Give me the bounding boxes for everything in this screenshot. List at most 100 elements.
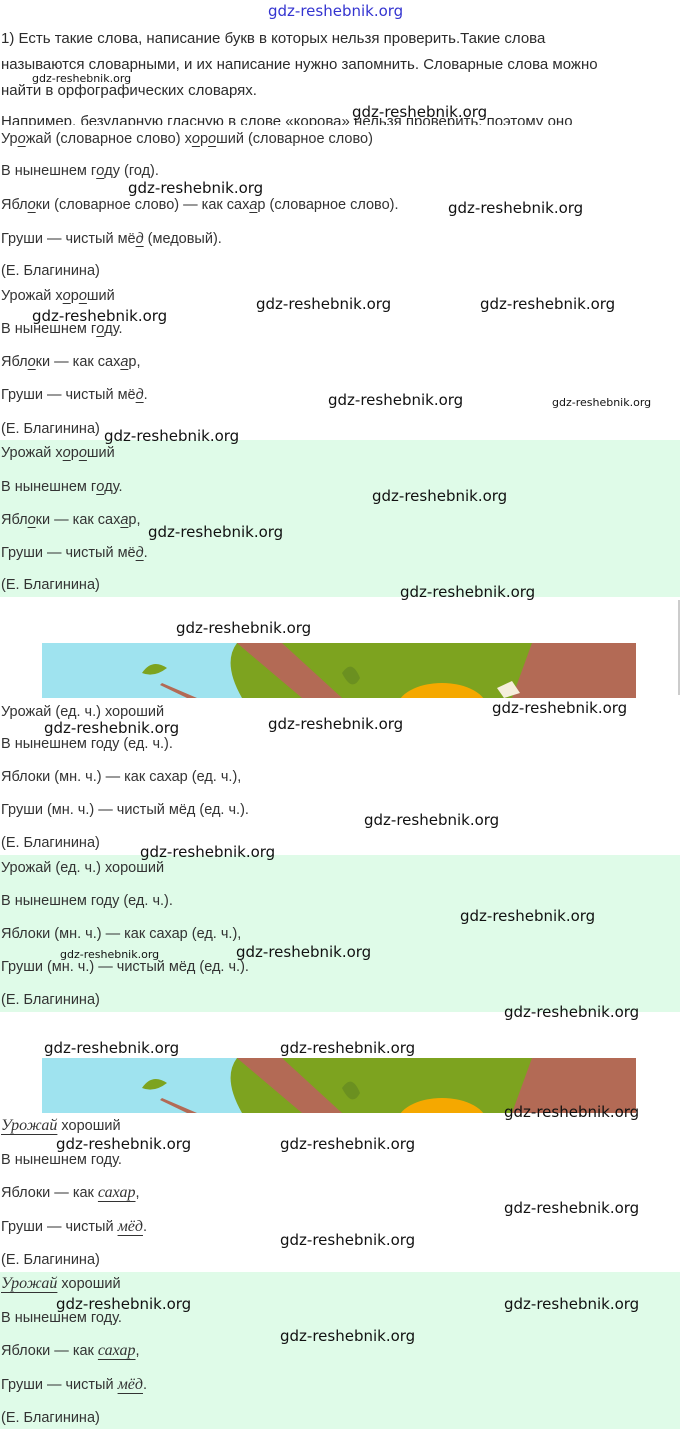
watermark: gdz-reshebnik.org — [32, 72, 132, 85]
text-segment: В нынешнем г — [1, 479, 97, 495]
poem-line: Груши (мн. ч.) — чистый мёд (ед. ч.). — [1, 801, 249, 819]
text-segment: . — [143, 545, 148, 561]
text-segment: ший — [86, 445, 115, 461]
marked-letter: о — [62, 445, 71, 461]
fruit-branch-illustration — [42, 643, 636, 698]
watermark: gdz-reshebnik.org — [504, 1003, 640, 1021]
watermark: gdz-reshebnik.org — [328, 391, 464, 409]
poem-line: В нынешнем году. — [1, 1309, 122, 1327]
text-segment: (Е. Благинина) — [1, 1252, 100, 1268]
text-segment: Ябл — [1, 512, 28, 528]
text-segment: В нынешнем году. — [1, 1310, 122, 1326]
watermark: gdz-reshebnik.org — [552, 396, 652, 409]
watermark: gdz-reshebnik.org — [256, 295, 392, 313]
poem-line: (Е. Благинина) — [1, 1409, 100, 1427]
watermark: gdz-reshebnik.org — [352, 103, 488, 121]
watermark: gdz-reshebnik.org — [504, 1199, 640, 1217]
text-segment: р (словарное слово). — [257, 197, 399, 213]
poem-line: В нынешнем году. — [1, 320, 123, 338]
text-segment: р — [199, 131, 209, 147]
poem-line: (Е. Благинина) — [1, 991, 100, 1009]
marked-letter: о — [62, 288, 71, 304]
text-segment: ший — [86, 288, 115, 304]
highlighted-answer-block — [0, 1272, 680, 1429]
text-segment: Груши — чистый мё — [1, 545, 136, 561]
watermark: gdz-reshebnik.org — [60, 948, 160, 961]
poem-line: В нынешнем году (ед. ч.). — [1, 892, 173, 910]
poem-line: Груши — чистый мёд (медовый). — [1, 230, 222, 248]
marked-letter: о — [96, 479, 105, 495]
watermark: gdz-reshebnik.org — [44, 1039, 180, 1057]
text-segment: Груши — чистый мё — [1, 231, 136, 247]
watermark: gdz-reshebnik.org — [364, 811, 500, 829]
watermark: gdz-reshebnik.org — [504, 1295, 640, 1313]
text-segment: ки — как сах — [35, 354, 121, 370]
poem-line: Урожай хороший — [1, 444, 115, 462]
poem-line: Яблоки (мн. ч.) — как сахар (ед. ч.), — [1, 768, 241, 786]
poem-line: (Е. Благинина) — [1, 420, 100, 438]
watermark: gdz-reshebnik.org — [492, 699, 628, 717]
watermark: gdz-reshebnik.org — [280, 1135, 416, 1153]
text-segment: (Е. Благинина) — [1, 421, 100, 437]
watermark: gdz-reshebnik.org — [280, 1039, 416, 1057]
text-segment: Груши — чистый — [1, 1377, 118, 1393]
poem-line: Яблоки — как сахар, — [1, 353, 141, 371]
marked-letter: о — [78, 288, 87, 304]
text-segment: В нынешнем году (ед. ч.). — [1, 736, 173, 752]
text-segment: Груши — чистый мё — [1, 387, 136, 403]
watermark: gdz-reshebnik.org — [104, 427, 240, 445]
marked-letter: о — [208, 131, 217, 147]
text-segment: р — [70, 445, 79, 461]
marked-letter: д — [135, 387, 144, 403]
highlighted-answer-block — [0, 440, 680, 597]
text-segment: Ур — [1, 131, 18, 147]
text-segment: ки (словарное слово) — как сах — [35, 197, 250, 213]
poem-line: Яблоки (мн. ч.) — как сахар (ед. ч.), — [1, 925, 241, 943]
watermark: gdz-reshebnik.org — [460, 907, 596, 925]
scroll-edge — [678, 600, 680, 695]
marked-letter: а — [120, 512, 129, 528]
poem-line: (Е. Благинина) — [1, 834, 100, 852]
illustration — [42, 1058, 636, 1113]
text-segment: Яблоки — как — [1, 1343, 98, 1359]
marked-letter: о — [96, 163, 105, 179]
marked-letter: Урожай — [1, 1117, 58, 1134]
text-segment: хороший — [57, 1118, 121, 1134]
watermark: gdz-reshebnik.org — [280, 1327, 416, 1345]
marked-letter: Урожай — [1, 1275, 58, 1292]
text-segment: Яблоки (мн. ч.) — как сахар (ед. ч.), — [1, 926, 242, 942]
text-segment: р — [70, 288, 79, 304]
text-segment: (Е. Благинина) — [1, 577, 100, 593]
poem-line: Яблоки — как сахар, — [1, 1342, 140, 1360]
watermark-header: gdz-reshebnik.org — [268, 2, 404, 20]
text-segment: р, — [128, 354, 141, 370]
text-segment: ду. — [104, 321, 123, 337]
illustration — [42, 643, 636, 698]
text-segment: (Е. Благинина) — [1, 263, 100, 279]
watermark: gdz-reshebnik.org — [236, 943, 372, 961]
watermark: gdz-reshebnik.org — [140, 843, 276, 861]
watermark: gdz-reshebnik.org — [56, 1295, 192, 1313]
poem-line: (Е. Благинина) — [1, 576, 100, 594]
marked-letter: о — [27, 512, 36, 528]
text-segment: Урожай (ед. ч.) хороший — [1, 860, 165, 876]
poem-line: Урожай хороший — [1, 287, 115, 305]
text-segment: . — [142, 1377, 148, 1393]
text-segment: В нынешнем году. — [1, 1152, 122, 1168]
poem-line: Груши — чистый мёд. — [1, 1218, 147, 1236]
text-segment: Яблоки — как — [1, 1185, 98, 1201]
marked-letter: мёд — [117, 1376, 143, 1393]
intro-line: 1) Есть такие слова, написание букв в ко… — [1, 30, 546, 47]
text-segment: (Е. Благинина) — [1, 835, 100, 851]
text-segment: р, — [128, 512, 141, 528]
marked-letter: сахар — [97, 1342, 136, 1359]
text-segment: Яблоки (мн. ч.) — как сахар (ед. ч.), — [1, 769, 242, 785]
marked-letter: о — [78, 445, 87, 461]
text-segment: (медовый). — [143, 231, 222, 247]
text-segment: , — [135, 1185, 140, 1201]
marked-letter: а — [120, 354, 129, 370]
marked-letter: о — [27, 197, 36, 213]
text-segment: ший (словарное слово) — [216, 131, 373, 147]
text-segment: Ябл — [1, 197, 28, 213]
marked-letter: д — [135, 231, 144, 247]
